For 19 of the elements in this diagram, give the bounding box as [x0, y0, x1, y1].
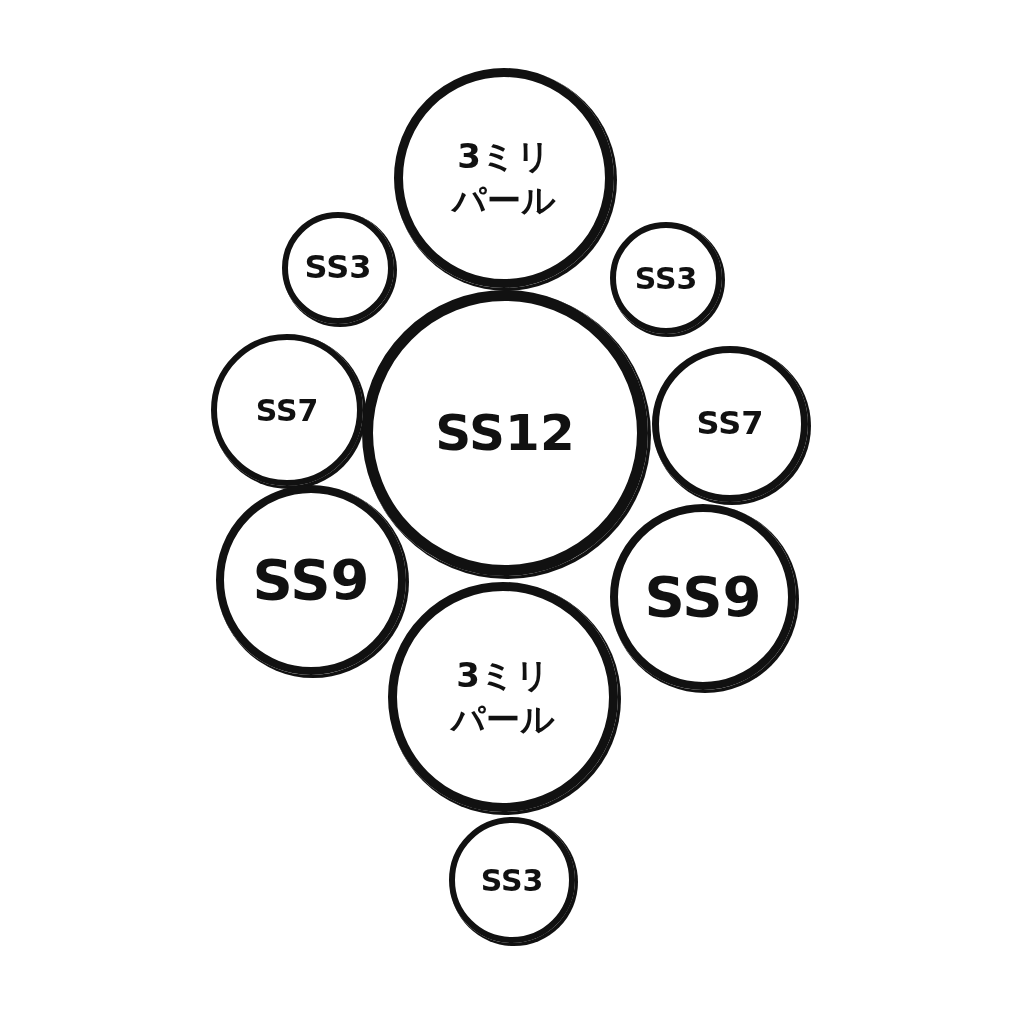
circle-label: SS7 [255, 391, 319, 430]
circle-label: 3ミリパール [451, 134, 557, 222]
circle-node [388, 582, 618, 812]
circle-label: SS3 [480, 861, 544, 900]
circle-label: SS3 [634, 259, 698, 298]
circle-node [610, 504, 796, 690]
circle-label: SS7 [696, 403, 764, 445]
circle-node [394, 68, 614, 288]
circle-label: SS3 [304, 247, 372, 289]
circle-node [211, 334, 363, 486]
circle-label: SS12 [435, 402, 575, 464]
circle-node [449, 817, 575, 943]
circle-node [610, 222, 722, 334]
circle-node [652, 346, 808, 502]
circle-node [216, 485, 406, 675]
circle-label: 3ミリパール [450, 653, 556, 741]
circle-node [282, 212, 394, 324]
circle-label: SS9 [252, 545, 370, 614]
circle-label: SS9 [644, 562, 762, 631]
